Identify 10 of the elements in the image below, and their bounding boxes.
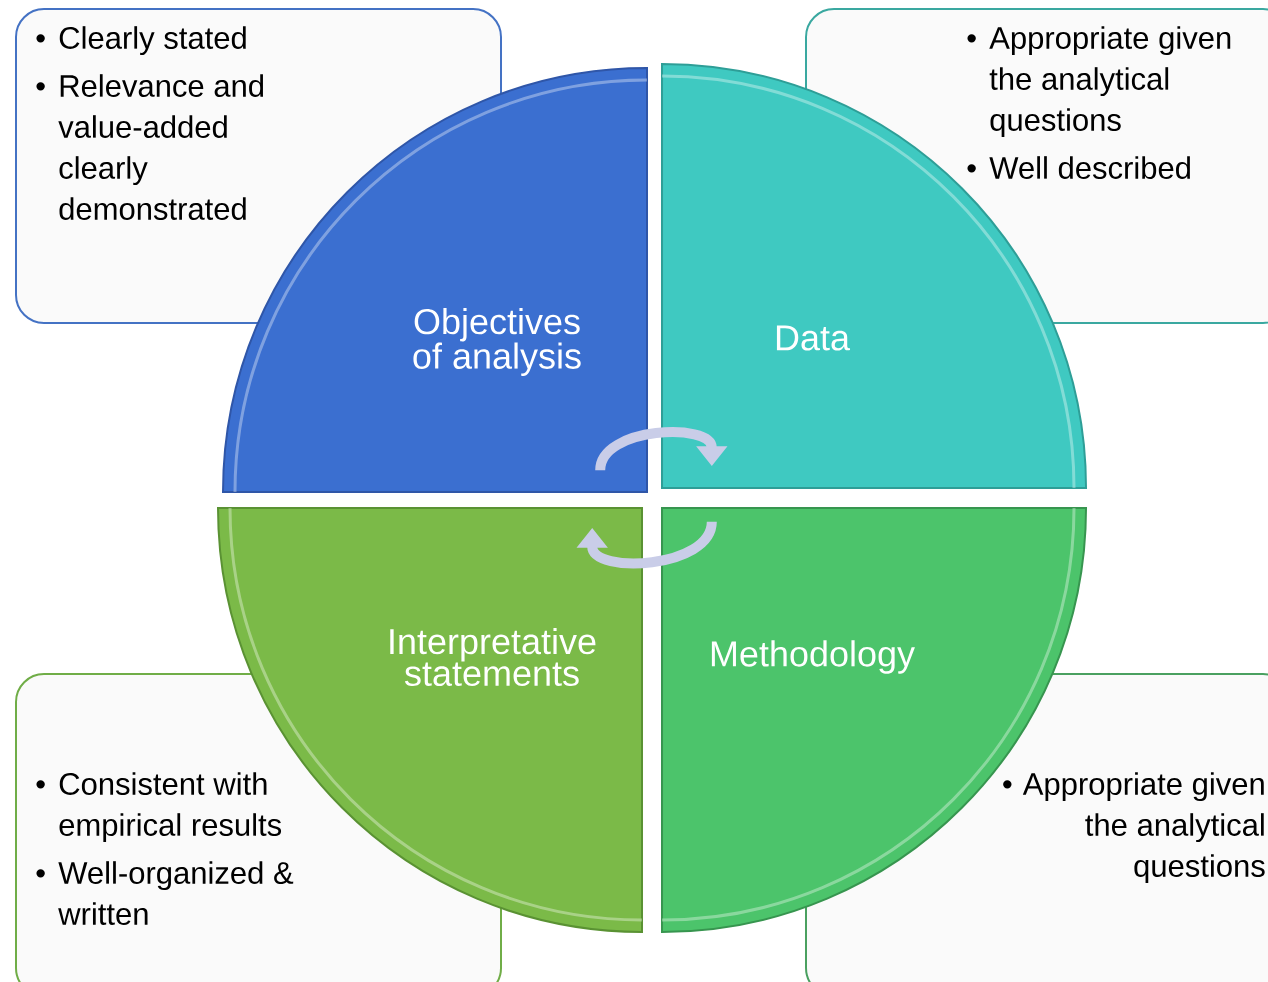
- bullet-item: Clearly stated: [59, 26, 246, 56]
- bullet: •: [36, 869, 45, 878]
- bullet: •: [36, 34, 45, 43]
- curved-arrow: [595, 427, 728, 472]
- bullet: •: [967, 34, 976, 43]
- curved-arrow: [576, 520, 717, 569]
- bullet: •: [1003, 780, 1012, 789]
- bullet: •: [36, 82, 45, 91]
- bullet: •: [36, 780, 45, 789]
- bullet: •: [967, 164, 976, 173]
